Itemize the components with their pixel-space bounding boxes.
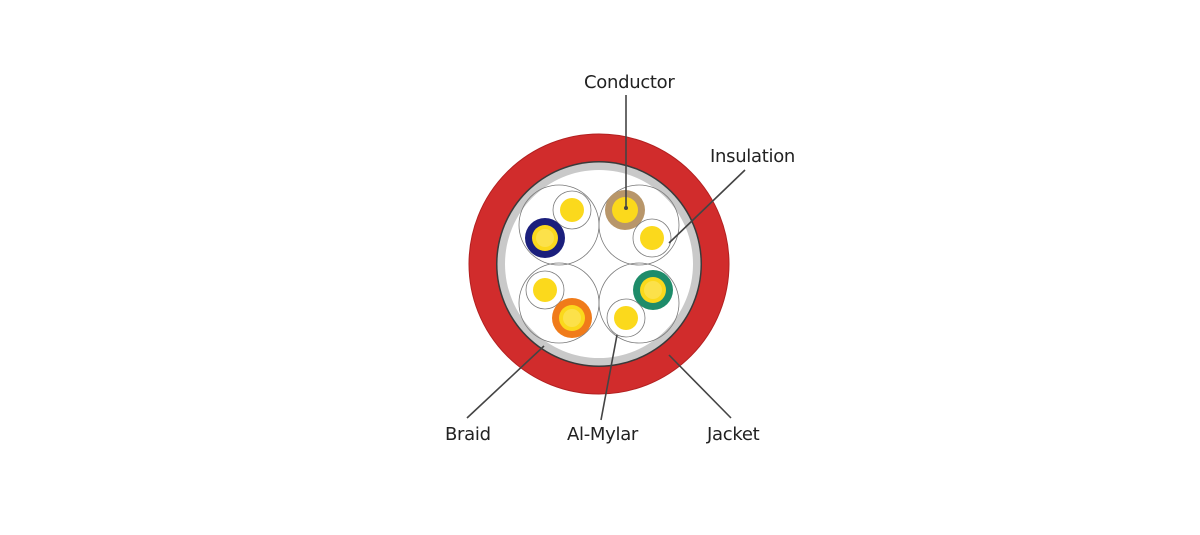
insulation-label: Insulation <box>710 146 796 167</box>
braid-leader-line <box>466 345 545 419</box>
conductor-core <box>536 229 554 247</box>
jacket-label: Jacket <box>707 424 760 445</box>
al-mylar-core <box>505 170 693 358</box>
pair-top-right <box>598 184 680 266</box>
conductor-core <box>563 309 581 327</box>
conductor <box>614 306 638 330</box>
conductor <box>612 197 638 223</box>
conductor-label: Conductor <box>584 72 675 93</box>
pair-bottom-right <box>598 262 680 344</box>
conductor-leader-dot <box>624 206 628 210</box>
braid-label: Braid <box>445 424 491 445</box>
conductor <box>560 198 584 222</box>
conductor <box>640 226 664 250</box>
insulation-leader-line <box>668 169 746 244</box>
conductor <box>533 278 557 302</box>
jacket-leader-line <box>668 354 732 419</box>
al-mylar-label: Al-Mylar <box>567 424 639 445</box>
al-mylar-leader-line <box>600 334 618 421</box>
conductor-core <box>644 281 662 299</box>
